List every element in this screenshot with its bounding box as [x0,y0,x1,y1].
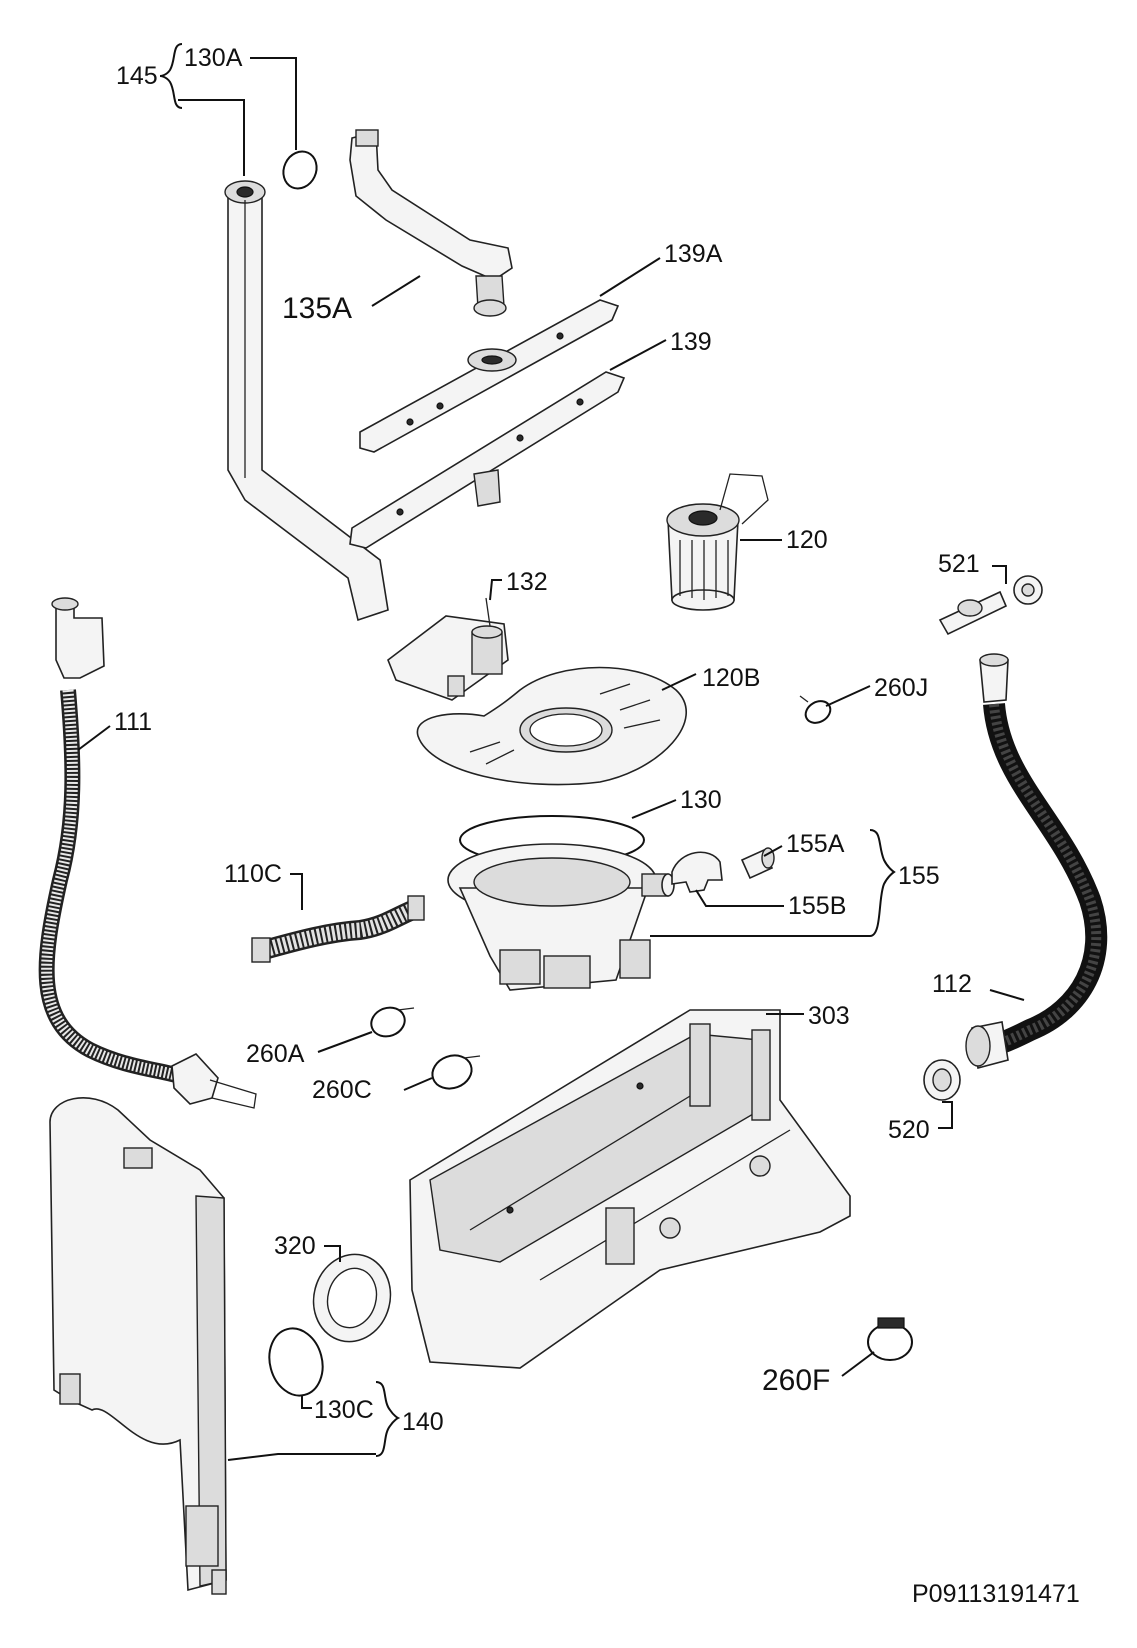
label-132: 132 [506,568,548,596]
part-supply-pipe-145 [224,180,389,622]
part-inlet-hose-111 [38,597,257,1109]
part-hose-110c [251,895,425,963]
label-139: 139 [670,328,712,356]
part-filter-120 [666,473,769,611]
part-cover-155b [671,851,723,893]
label-130a: 130A [184,44,243,72]
label-111: 111 [114,708,152,736]
label-130: 130 [680,786,722,814]
label-155a: 155A [786,830,845,858]
label-260f: 260F [762,1364,830,1397]
label-140: 140 [402,1408,444,1436]
part-key-521 [938,575,1043,636]
part-arm-bracket-135a [349,129,513,317]
label-120b: 120B [702,664,760,692]
part-filter-plate-120b [416,666,688,786]
label-112: 112 [932,970,972,998]
label-260j: 260J [874,674,928,702]
part-clamp-260j [799,695,832,724]
label-521: 521 [938,550,980,578]
part-drain-hose-112 [965,653,1108,1070]
part-seal-320 [312,1253,392,1343]
label-303: 303 [808,1002,850,1030]
part-container-140 [49,1097,227,1595]
label-320: 320 [274,1232,316,1260]
label-155b: 155B [788,892,846,920]
label-120: 120 [786,526,828,554]
label-155: 155 [898,862,940,890]
label-260a: 260A [246,1040,305,1068]
part-clamp-260a [370,1006,415,1038]
label-260c: 260C [312,1076,372,1104]
part-upper-spray-arm-139a [359,299,620,453]
part-cap-155a [740,847,775,880]
label-130c: 130C [314,1396,374,1424]
part-clamp-260f [867,1317,913,1361]
part-clamp-260c [431,1054,481,1090]
leader-lines [77,43,1025,1461]
label-110c: 110C [224,860,282,888]
label-135a: 135A [282,292,352,325]
part-o-ring-130c [268,1327,324,1397]
part-base-tray-303 [409,1009,851,1369]
part-clamp-520 [923,1059,961,1101]
label-139a: 139A [664,240,723,268]
part-o-ring-130a [282,150,318,190]
label-145: 145 [116,62,158,90]
drawing-code: P09113191471 [912,1580,1080,1608]
part-sump-housing [447,843,675,991]
part-valve-132 [387,597,509,701]
label-520: 520 [888,1116,930,1144]
part-lower-spray-arm-139 [349,371,626,549]
